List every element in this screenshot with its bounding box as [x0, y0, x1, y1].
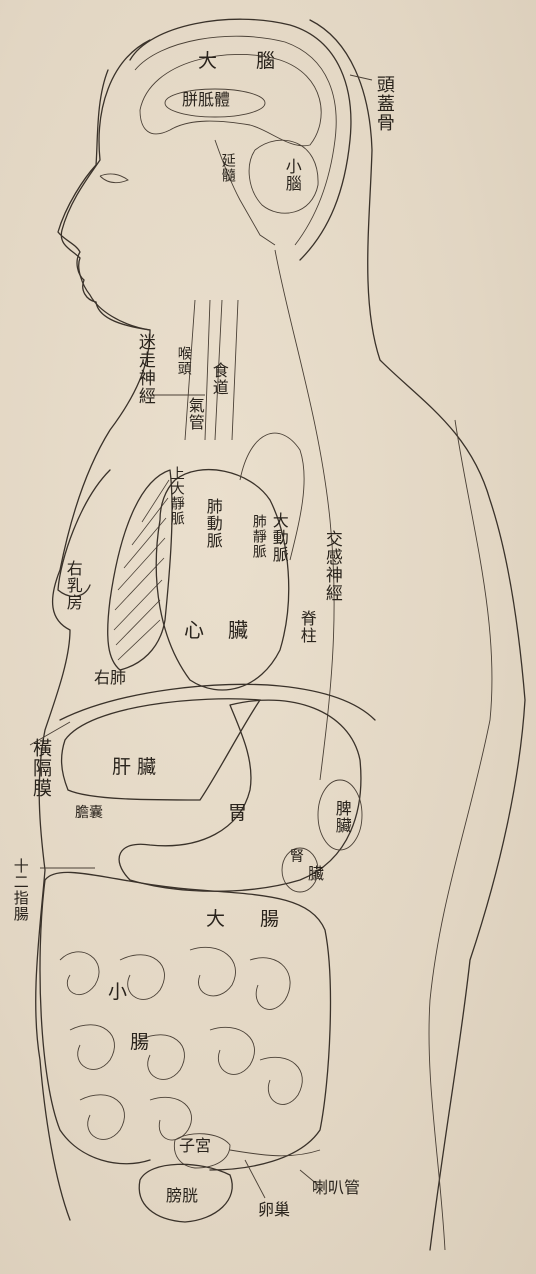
label-bladder: 膀胱 [166, 1188, 198, 1205]
label-sympathetic-nerve: 交感神經 [322, 530, 340, 602]
label-corpus-callosum: 胼胝體 [182, 92, 230, 109]
eye [100, 174, 128, 183]
label-trachea: 氣管 [186, 397, 203, 431]
face-profile [58, 70, 150, 330]
label-diaphragm: 橫隔膜 [30, 738, 50, 798]
label-heart-1: 心 [184, 620, 204, 641]
label-pharynx: 喉頭 [176, 346, 191, 376]
label-spine: 脊柱 [298, 610, 315, 644]
label-gallbladder: 膽囊 [75, 806, 103, 821]
stomach [119, 700, 361, 891]
label-stomach: 胃 [228, 804, 247, 824]
label-small-intestine-2: 腸 [130, 1033, 149, 1053]
label-ovary: 卵巢 [258, 1202, 290, 1219]
label-small-intestine-1: 小 [108, 983, 127, 1003]
label-right-lung: 右肺 [94, 670, 126, 687]
label-skull: 頭蓋骨 [374, 75, 393, 132]
label-fallopian-tube: 喇叭管 [312, 1180, 360, 1197]
label-liver: 肝臟 [112, 758, 162, 778]
label-right-breast: 右乳房 [64, 560, 81, 611]
liver [62, 699, 260, 800]
fallopian-tube-line [230, 1150, 320, 1156]
label-medulla: 延髓 [220, 153, 235, 183]
small-intestine-coils [60, 947, 302, 1140]
label-duodenum: 十二指腸 [12, 858, 28, 922]
label-pulmonary-artery: 肺動脈 [204, 498, 221, 549]
label-spleen: 脾臟 [333, 800, 350, 834]
label-cerebellum: 小腦 [283, 158, 300, 192]
label-pulmonary-vein: 肺靜脈 [251, 514, 266, 559]
label-esophagus: 食道 [210, 362, 227, 396]
skull-pointer [350, 75, 372, 80]
label-superior-vena-cava: 上大靜脈 [169, 466, 184, 526]
label-aorta: 大動脈 [270, 512, 287, 563]
label-kidney-1: 腎 [290, 850, 304, 865]
label-kidney-2: 臟 [308, 866, 324, 883]
label-uterus: 子宮 [179, 1138, 211, 1155]
label-heart-2: 臟 [228, 620, 248, 641]
label-cerebrum: 大 腦 [198, 52, 285, 72]
back-outline [310, 20, 525, 1250]
label-vagus-nerve: 迷走神經 [135, 333, 153, 405]
label-large-intestine: 大 腸 [206, 910, 287, 930]
arm-line [429, 420, 492, 1250]
